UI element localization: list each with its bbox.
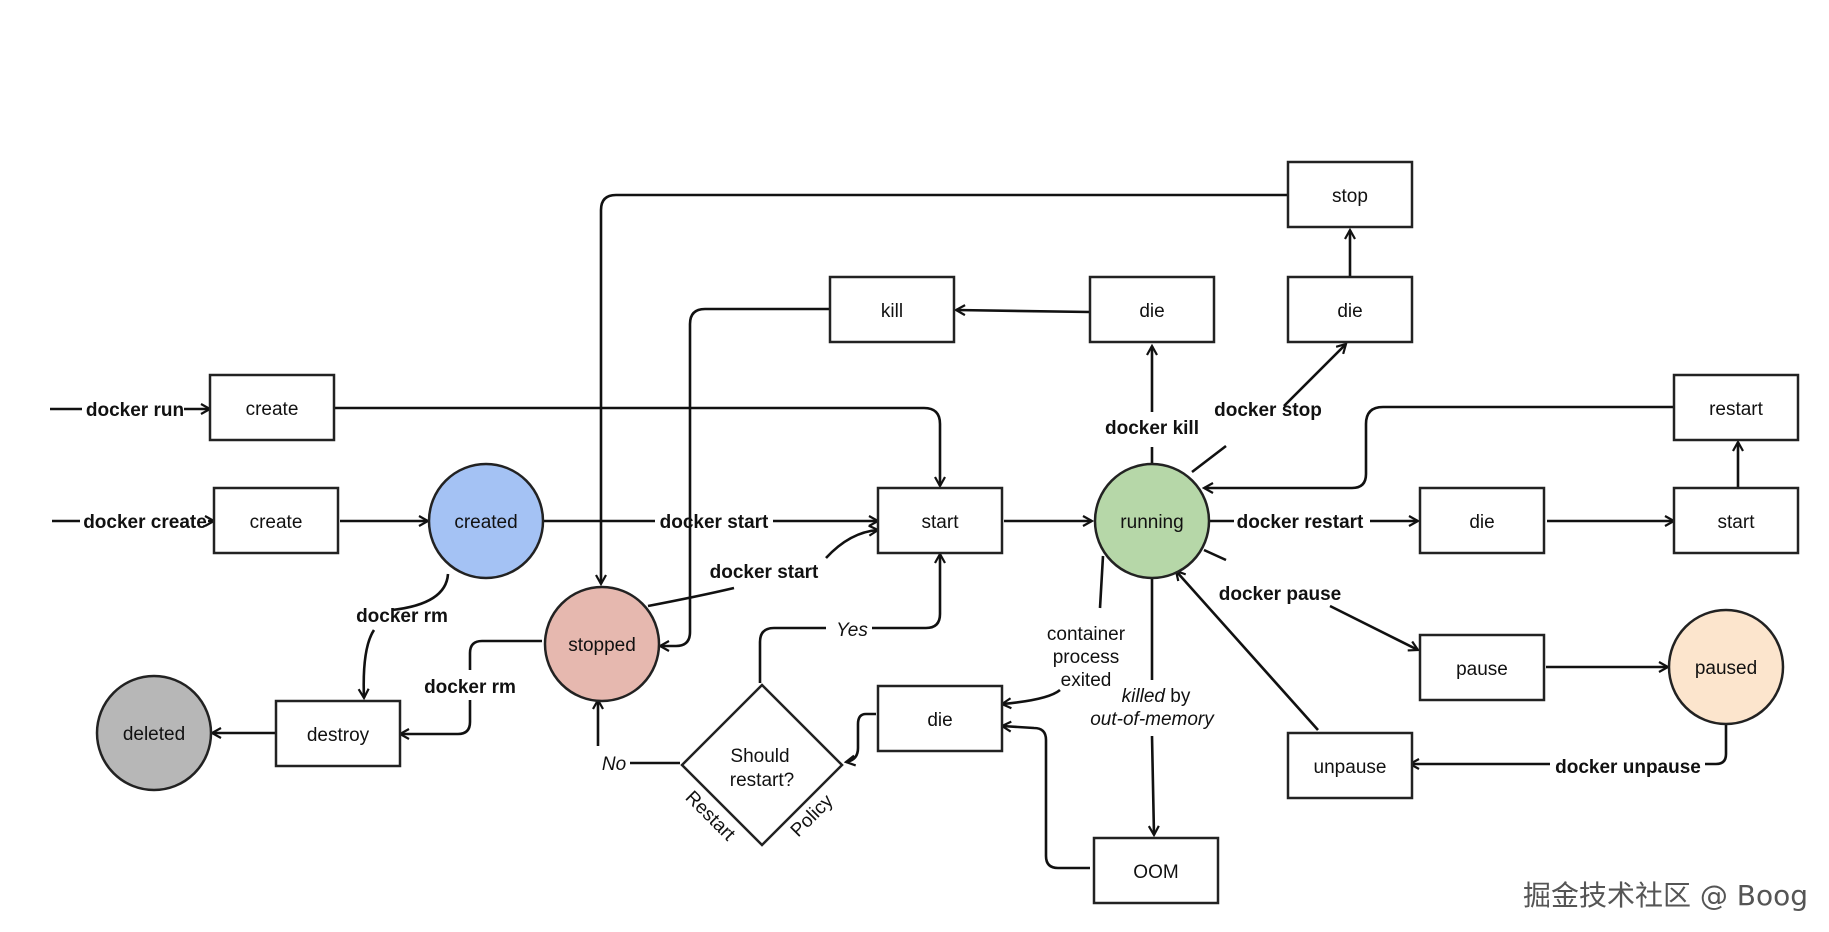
edge-create-run-to-start — [335, 406, 940, 486]
state-paused-label: paused — [1695, 658, 1757, 679]
node-start-main-label: start — [922, 512, 960, 533]
label-out-of-memory: out-of-memory — [1090, 709, 1215, 730]
node-unpause-label: unpause — [1314, 757, 1387, 778]
label-docker-start-1: docker start — [660, 512, 769, 533]
node-die-kill: die — [1088, 275, 1216, 344]
label-docker-pause: docker pause — [1219, 584, 1342, 605]
state-stopped-label: stopped — [568, 635, 636, 656]
node-create-create: create — [212, 486, 340, 555]
edge-running-to-die-exit — [1002, 555, 1105, 704]
edge-stop-to-stopped — [601, 193, 1288, 584]
label-killed-italic: killed — [1122, 686, 1167, 707]
edge-should-restart-no — [598, 700, 680, 765]
label-docker-start-2: docker start — [710, 562, 819, 583]
edge-kill-to-stopped — [660, 307, 830, 646]
state-created: created — [427, 462, 545, 580]
node-stop-label: stop — [1332, 186, 1368, 207]
node-unpause: unpause — [1286, 731, 1414, 800]
node-kill: kill — [828, 275, 956, 344]
node-die-restart: die — [1418, 486, 1546, 555]
edge-paused-to-unpause — [1410, 724, 1728, 764]
edge-created-to-destroy — [364, 573, 450, 698]
node-die-stop: die — [1286, 275, 1414, 344]
state-created-label: created — [454, 512, 517, 533]
label-docker-kill: docker kill — [1105, 418, 1199, 439]
node-start-main: start — [876, 486, 1004, 555]
edge-die-to-should-restart — [846, 712, 876, 762]
state-running: running — [1093, 462, 1211, 580]
node-create-create-label: create — [250, 512, 303, 533]
node-restart: restart — [1672, 373, 1800, 442]
edge-running-to-oom — [1152, 576, 1154, 835]
edge-stopped-to-start — [647, 530, 878, 608]
state-deleted-label: deleted — [123, 724, 185, 745]
label-docker-stop: docker stop — [1214, 400, 1322, 421]
state-deleted: deleted — [95, 674, 213, 792]
node-pause: pause — [1418, 633, 1546, 702]
node-destroy-label: destroy — [307, 725, 370, 746]
label-docker-run: docker run — [86, 400, 184, 421]
label-container-exited-3: exited — [1061, 670, 1112, 691]
node-should-restart-line1: Should — [730, 746, 789, 767]
edge-oom-to-die — [1002, 726, 1090, 870]
node-should-restart-line2: restart? — [730, 770, 794, 791]
label-container-exited-1: container — [1047, 624, 1126, 645]
edge-running-to-die-stop — [1191, 344, 1346, 474]
state-stopped: stopped — [543, 585, 661, 703]
label-docker-rm-2: docker rm — [424, 677, 516, 698]
edge-running-to-pause — [1203, 548, 1418, 650]
node-should-restart: Should restart? — [680, 683, 844, 847]
label-killed-by-plain: by — [1165, 686, 1191, 707]
node-start-restart: start — [1672, 486, 1800, 555]
node-stop: stop — [1286, 160, 1414, 229]
node-die-exit: die — [876, 684, 1004, 753]
node-oom: OOM — [1092, 836, 1220, 905]
label-no: No — [602, 754, 626, 775]
label-docker-rm-1: docker rm — [356, 606, 448, 627]
edges — [50, 193, 1738, 870]
node-oom-label: OOM — [1133, 862, 1178, 883]
node-die-exit-label: die — [927, 710, 952, 731]
label-container-exited-2: process — [1053, 647, 1120, 668]
edge-restart-to-running — [1204, 405, 1674, 488]
edge-labels: docker run docker create docker start do… — [83, 400, 1701, 846]
edge-unpause-to-running — [1176, 571, 1319, 731]
label-docker-restart: docker restart — [1237, 512, 1364, 533]
node-die-restart-label: die — [1469, 512, 1494, 533]
node-start-restart-label: start — [1718, 512, 1756, 533]
node-pause-label: pause — [1456, 659, 1508, 680]
edge-die-to-kill — [956, 310, 1091, 312]
node-restart-label: restart — [1709, 399, 1764, 420]
state-running-label: running — [1120, 512, 1183, 533]
node-kill-label: kill — [881, 301, 903, 322]
node-die-stop-label: die — [1337, 301, 1362, 322]
node-die-kill-label: die — [1139, 301, 1164, 322]
nodes: create create start kill die die stop r — [95, 160, 1800, 905]
node-create-run-label: create — [246, 399, 299, 420]
node-destroy: destroy — [274, 699, 402, 768]
node-create-run: create — [208, 373, 336, 442]
edge-stopped-to-destroy — [400, 639, 542, 734]
state-paused: paused — [1667, 608, 1785, 726]
label-docker-unpause: docker unpause — [1555, 757, 1701, 778]
label-yes: Yes — [836, 620, 868, 641]
watermark: 掘金技术社区 @ Boog — [1523, 879, 1808, 912]
label-killed-by: killed by — [1122, 686, 1191, 707]
edge-should-restart-yes — [758, 554, 940, 683]
label-docker-create: docker create — [83, 512, 207, 533]
